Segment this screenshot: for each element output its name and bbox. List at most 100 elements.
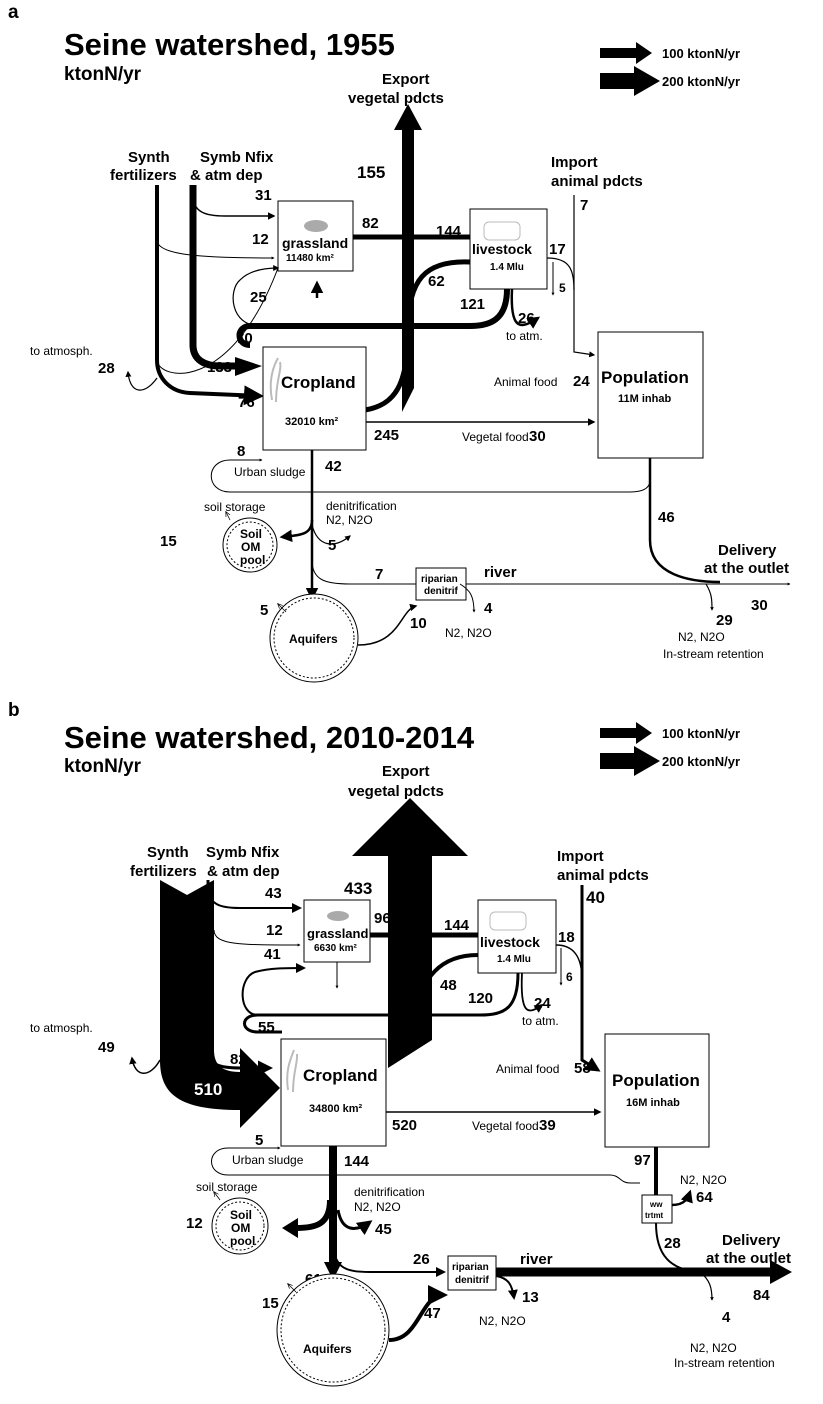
symb-to-cropland-flow (189, 185, 250, 370)
b-instream-retention-flow (699, 1271, 714, 1301)
b-aquifers-pool (276, 1273, 390, 1387)
b-n2-n2o-label-1: N2, N2O (354, 1200, 401, 1214)
b-animal-food-label: Animal food (496, 1062, 559, 1076)
aquifer-storage-arrow (278, 604, 287, 613)
vegetal-food-label: Vegetal food (462, 430, 529, 444)
n2-n2o-label-2: N2, N2O (445, 626, 492, 640)
b-river-arrowhead (770, 1260, 792, 1284)
aquifers-pool (269, 593, 359, 683)
b-flow-24: 24 (534, 995, 551, 1012)
b-flow-43: 43 (265, 885, 282, 902)
b-flow-82: 82 (230, 1051, 247, 1068)
flow-5-denit: 5 (328, 537, 336, 554)
b-livestock-box (477, 899, 557, 974)
b-flow-96: 96 (374, 910, 391, 927)
legend-100-arrow (600, 42, 652, 64)
b-n2-n2o-label-2: N2, N2O (479, 1314, 526, 1328)
b-flow-12-seeds: 12 (262, 1080, 276, 1094)
b-flow-5-sludge: 5 (255, 1132, 263, 1149)
b-cropland-area: 34800 km² (309, 1103, 363, 1115)
flow-12: 12 (252, 231, 269, 248)
flow-133: 133 (207, 359, 232, 376)
symb-label: Symb Nfix (200, 149, 274, 166)
b-manure-to-grassland-flow (241, 963, 306, 1016)
cropland-area: 32010 km² (285, 416, 339, 428)
b-flow-26: 26 (413, 1251, 430, 1268)
b-flow-144-down: 144 (344, 1153, 370, 1170)
b-population-label: Population (612, 1071, 700, 1090)
flow-82: 82 (362, 215, 379, 232)
flow-7-import: 7 (580, 197, 588, 214)
b-flow-64: 64 (696, 1189, 713, 1206)
b-soil-storage-label: soil storage (196, 1180, 258, 1194)
denitrification-label: denitrification (326, 499, 397, 513)
b-livestock-n: 1.4 Mlu (497, 954, 531, 965)
b-population-box (604, 1033, 710, 1148)
b-flow-47: 47 (424, 1305, 441, 1322)
b-flow-18: 18 (558, 929, 575, 946)
b-soil-label-3: pool (230, 1234, 255, 1248)
b-flow-58: 58 (574, 1060, 591, 1077)
flow-10: 10 (410, 615, 427, 632)
manure-flow (236, 288, 510, 348)
panel-b-legend: 100 ktonN/yr 200 ktonN/yr (600, 722, 740, 776)
b-flow-48: 48 (440, 977, 457, 994)
b-flow-28: 28 (664, 1235, 681, 1252)
legend-200-label: 200 ktonN/yr (662, 74, 740, 89)
b-livestock-label: livestock (480, 934, 540, 950)
flow-25: 25 (250, 289, 267, 306)
b-livestock-to-pop-flow (555, 944, 583, 981)
b-seeds-label: seeds (232, 1068, 264, 1082)
livestock-label: livestock (472, 241, 532, 257)
b-symb-to-grassland-flow (207, 884, 302, 913)
b-synth-label-2: fertilizers (130, 863, 197, 880)
b-synth-to-cropland-flow (160, 880, 280, 1128)
riparian-box (415, 567, 467, 601)
flow-70: 70 (236, 330, 253, 347)
panel-b-unit: ktonN/yr (64, 756, 142, 777)
b-flow-12: 12 (266, 922, 283, 939)
b-wheat-icon (286, 1049, 299, 1093)
b-denitrification-label: denitrification (354, 1185, 425, 1199)
population-to-river-flow (648, 458, 721, 584)
b-flow-433: 433 (344, 879, 372, 898)
flow-26: 26 (518, 310, 535, 327)
flow-17: 17 (549, 241, 566, 258)
legend-b-200-label: 200 ktonN/yr (662, 754, 740, 769)
synth-grassland-thin (156, 239, 275, 260)
aquifers-label: Aquifers (289, 632, 338, 646)
b-ww-label: ww (649, 1200, 663, 1209)
panel-a-legend: 100 ktonN/yr 200 ktonN/yr (600, 42, 740, 96)
b-export-label: Export (382, 763, 430, 780)
b-riparian-label: riparian (452, 1262, 489, 1273)
flow-30-veg: 30 (529, 428, 546, 445)
cropland-box (262, 346, 367, 451)
wheat-icon (269, 357, 282, 403)
b-manure-flow (243, 972, 520, 1034)
b-flow-39: 39 (539, 1117, 556, 1134)
b-riparian-label-2: denitrif (455, 1275, 490, 1286)
panel-a: a Seine watershed, 1955 ktonN/yr 100 kto… (8, 2, 791, 683)
b-grassland-area: 6630 km² (314, 943, 357, 954)
import-label-2: animal pdcts (551, 173, 643, 190)
panel-a-title: Seine watershed, 1955 (64, 27, 395, 62)
b-urban-sludge-flow (211, 1146, 640, 1184)
river-label: river (484, 564, 517, 581)
b-flow-144: 144 (444, 917, 470, 934)
b-ww-label-2: trtmt (645, 1211, 664, 1220)
population-box (597, 331, 704, 459)
b-riparian-denitrif-flow (495, 1275, 518, 1300)
b-soil-label: Soil (230, 1208, 252, 1222)
b-cropland-to-livestock-flow (418, 953, 479, 1011)
b-population-n: 16M inhab (626, 1097, 680, 1109)
manure-to-grassland-flow (232, 265, 280, 327)
import-label: Import (551, 154, 598, 171)
to-soil-flow (279, 519, 314, 543)
urban-sludge-label: Urban sludge (234, 465, 306, 479)
b-synth-to-grassland-flow (213, 929, 301, 947)
b-flow-4: 4 (722, 1309, 731, 1326)
b-livestock-to-atm-flow (520, 972, 544, 1013)
b-cropland-denitrif-flow (336, 1209, 373, 1236)
synth-to-grassland-flow (156, 267, 279, 374)
b-flow-120: 120 (468, 990, 493, 1007)
